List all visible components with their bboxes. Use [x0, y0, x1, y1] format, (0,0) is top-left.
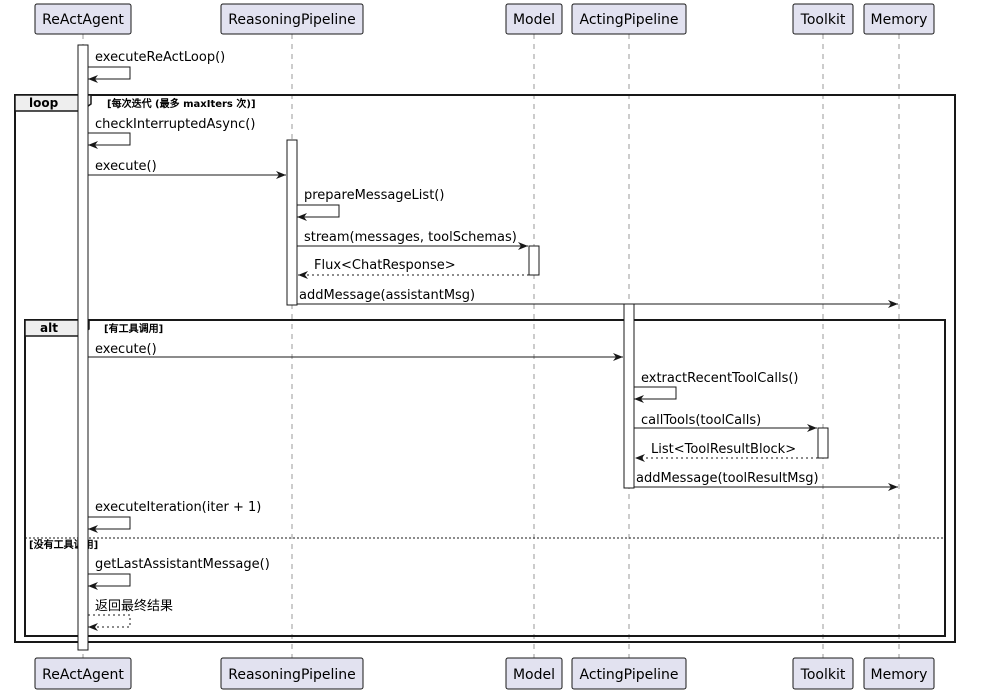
message-arrow [88, 66, 131, 83]
message-label: execute() [95, 159, 157, 174]
message-label: prepareMessageList() [304, 188, 444, 203]
alt-condition: [有工具调用] [104, 322, 163, 335]
participant-label: ReasoningPipeline [228, 12, 355, 28]
alt-keyword: alt [40, 321, 58, 335]
loop-condition: [每次迭代 (最多 maxIters 次)] [107, 97, 256, 110]
participant-reasoning[interactable]: ReasoningPipeline [220, 657, 364, 690]
message-label: checkInterruptedAsync() [95, 117, 255, 132]
participant-label: Memory [871, 12, 928, 28]
message-label: executeIteration(iter + 1) [95, 500, 261, 515]
participant-acting[interactable]: ActingPipeline [571, 3, 687, 35]
participant-memory[interactable]: Memory [863, 3, 935, 35]
messages: executeReActLoop() checkInterruptedAsync… [88, 50, 898, 631]
activation-reasoning [286, 139, 298, 306]
activation-acting [623, 303, 635, 489]
message-label: executeReActLoop() [95, 50, 225, 65]
participant-label: ActingPipeline [580, 12, 679, 28]
message-label: stream(messages, toolSchemas) [304, 230, 517, 245]
participants-top: ReActAgent ReasoningPipeline Model Actin… [34, 3, 935, 35]
participants-bottom: ReActAgent ReasoningPipeline Model Actin… [34, 657, 935, 690]
participant-acting[interactable]: ActingPipeline [571, 657, 687, 690]
message-label: execute() [95, 342, 157, 357]
participant-agent[interactable]: ReActAgent [34, 3, 132, 35]
participant-label: Memory [871, 667, 928, 683]
message-label: Flux<ChatResponse> [314, 258, 456, 273]
participant-label: Toolkit [800, 12, 846, 28]
activation-agent [77, 44, 89, 651]
loop-frame [14, 94, 956, 643]
participant-toolkit[interactable]: Toolkit [792, 657, 854, 690]
participant-model[interactable]: Model [505, 657, 563, 690]
participant-label: Toolkit [800, 667, 846, 683]
participant-toolkit[interactable]: Toolkit [792, 3, 854, 35]
message-arrow [634, 386, 677, 403]
participant-reasoning[interactable]: ReasoningPipeline [220, 3, 364, 35]
message-label: getLastAssistantMessage() [95, 557, 270, 572]
participant-label: Model [513, 667, 555, 683]
participant-memory[interactable]: Memory [863, 657, 935, 690]
return-arrow [88, 614, 131, 631]
message-arrow [88, 132, 131, 149]
participant-label: ReasoningPipeline [228, 667, 355, 683]
activation-model [528, 245, 540, 276]
message-arrow [88, 516, 131, 533]
message-label: 返回最终结果 [95, 598, 173, 614]
alt-frame [24, 319, 946, 637]
participant-agent[interactable]: ReActAgent [34, 657, 132, 690]
loop-keyword: loop [29, 96, 59, 110]
participant-label: ReActAgent [42, 667, 124, 683]
message-arrow [297, 204, 340, 221]
activation-toolkit [817, 427, 829, 459]
message-arrow [88, 573, 131, 590]
participant-label: ReActAgent [42, 12, 124, 28]
participant-label: Model [513, 12, 555, 28]
message-label: addMessage(toolResultMsg) [636, 471, 819, 486]
message-label: addMessage(assistantMsg) [299, 288, 475, 303]
message-label: extractRecentToolCalls() [641, 371, 798, 386]
message-label: List<ToolResultBlock> [651, 442, 796, 457]
participant-model[interactable]: Model [505, 3, 563, 35]
message-label: callTools(toolCalls) [641, 413, 761, 428]
loop-fragment: loop [每次迭代 (最多 maxIters 次)] [14, 94, 956, 643]
participant-label: ActingPipeline [580, 667, 679, 683]
